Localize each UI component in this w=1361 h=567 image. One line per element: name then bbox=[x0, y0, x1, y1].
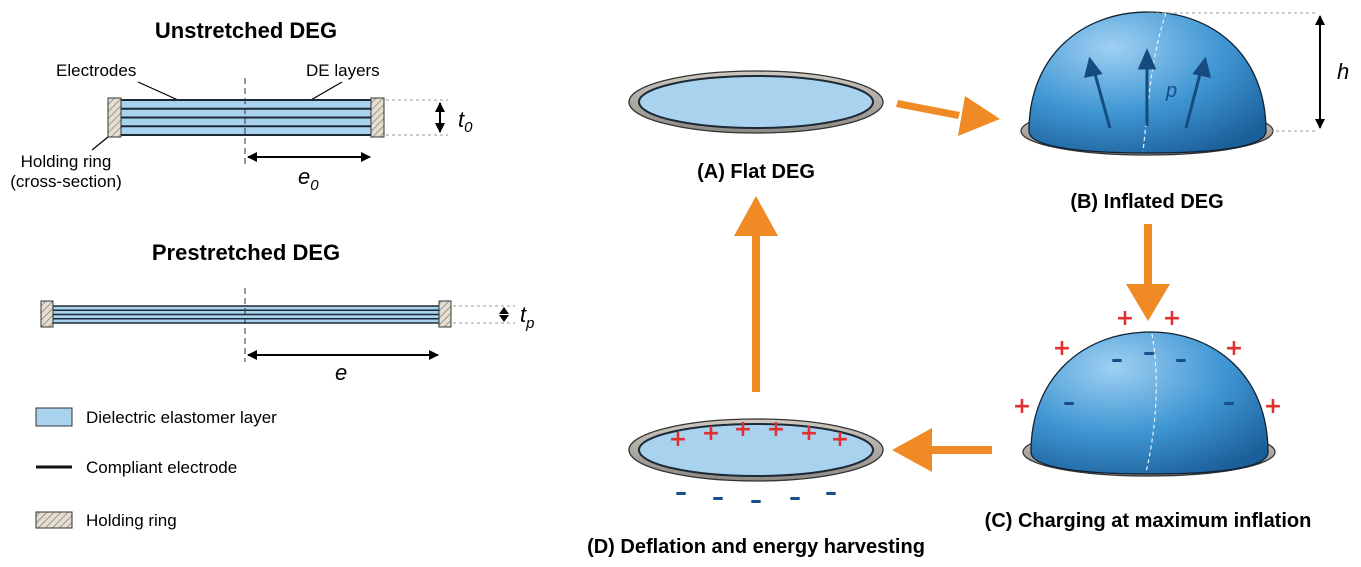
holding-ring-right bbox=[438, 300, 452, 328]
de-layers-label: DE layers bbox=[306, 61, 380, 80]
stage-c-label: (C) Charging at maximum inflation bbox=[985, 510, 1312, 532]
legend-dielectric-swatch bbox=[35, 407, 73, 427]
holding-ring-right bbox=[370, 97, 385, 138]
plus-charge: + bbox=[734, 417, 752, 442]
legend-electrode-label: Compliant electrode bbox=[86, 458, 237, 477]
dome-meridian bbox=[1145, 333, 1157, 473]
negative-charges: – – – – – bbox=[1063, 338, 1235, 416]
unstretched-deg: Unstretched DEG Electrodes DE layers t0 … bbox=[10, 18, 473, 194]
dome-meridian bbox=[1142, 12, 1167, 152]
minus-charge: – bbox=[675, 478, 687, 506]
holding-ring-left bbox=[40, 300, 54, 328]
plus-charge: + bbox=[1225, 336, 1243, 361]
plus-charge: + bbox=[1264, 394, 1282, 419]
minus-charge: – bbox=[750, 486, 762, 514]
flat-membrane bbox=[638, 423, 874, 477]
stage-d-deflation: + + + + + + – – – – – (D) Deflation and … bbox=[587, 417, 925, 558]
minus-charge: – bbox=[1175, 345, 1187, 373]
legend-holding-ring-label: Holding ring bbox=[86, 511, 177, 530]
stage-a-flat-deg: (A) Flat DEG bbox=[628, 70, 884, 183]
pressure-symbol: p bbox=[1165, 80, 1177, 102]
positive-charges: + + + + + + bbox=[669, 417, 849, 452]
plus-charge: + bbox=[669, 427, 687, 452]
thickness-arrow bbox=[499, 307, 509, 322]
minus-charge: – bbox=[1063, 388, 1075, 416]
stage-d-label: (D) Deflation and energy harvesting bbox=[587, 536, 925, 558]
arrow-c-to-d bbox=[892, 428, 992, 472]
plus-charge: + bbox=[1116, 306, 1134, 331]
minus-charge: – bbox=[1143, 338, 1155, 366]
plus-charge: + bbox=[767, 417, 785, 442]
cycle-arrows bbox=[734, 96, 1170, 472]
electrodes-label: Electrodes bbox=[56, 61, 136, 80]
holding-ring-leader bbox=[91, 136, 109, 151]
arrow-a-to-b bbox=[896, 96, 1000, 136]
plus-charge: + bbox=[831, 427, 849, 452]
negative-charges: – – – – – bbox=[675, 478, 837, 514]
plus-charge: + bbox=[702, 421, 720, 446]
thickness-tp: tp bbox=[520, 302, 534, 332]
plus-charge: + bbox=[1053, 336, 1071, 361]
prestretched-deg: Prestretched DEG tp e bbox=[40, 240, 534, 385]
plus-charge: + bbox=[800, 421, 818, 446]
thickness-t0: t0 bbox=[458, 107, 473, 136]
radius-e: e bbox=[335, 360, 347, 385]
arrow-b-to-c bbox=[1126, 224, 1170, 321]
legend: Dielectric elastomer layer Compliant ele… bbox=[35, 407, 277, 530]
stage-c-charging: + + + + + + – – – – – (C) Charging at ma… bbox=[985, 306, 1312, 532]
cross-section-label: (cross-section) bbox=[10, 172, 121, 191]
minus-charge: – bbox=[1111, 345, 1123, 373]
radius-e0: e0 bbox=[298, 164, 319, 194]
electrodes-leader bbox=[137, 81, 179, 101]
holding-ring-label: Holding ring bbox=[21, 152, 112, 171]
plus-charge: + bbox=[1013, 394, 1031, 419]
pressure-arrows bbox=[1083, 48, 1212, 129]
stage-b-inflated-deg: p h (B) Inflated DEG bbox=[1020, 11, 1349, 213]
positive-charges: + + + + + + bbox=[1013, 306, 1282, 419]
legend-holding-ring-swatch bbox=[35, 511, 73, 529]
stage-a-label: (A) Flat DEG bbox=[697, 161, 815, 183]
unstretched-stack bbox=[107, 97, 385, 138]
minus-charge: – bbox=[825, 478, 837, 506]
charged-dome bbox=[1030, 331, 1269, 475]
prestretched-title: Prestretched DEG bbox=[152, 240, 340, 265]
height-symbol: h bbox=[1337, 59, 1349, 84]
minus-charge: – bbox=[712, 483, 724, 511]
legend-dielectric-label: Dielectric elastomer layer bbox=[86, 408, 277, 427]
arrow-d-to-a bbox=[734, 196, 778, 392]
holding-ring-left bbox=[107, 97, 122, 138]
prestretched-stack bbox=[40, 300, 452, 328]
minus-charge: – bbox=[789, 483, 801, 511]
plus-charge: + bbox=[1163, 306, 1181, 331]
stage-b-label: (B) Inflated DEG bbox=[1070, 191, 1223, 213]
minus-charge: – bbox=[1223, 388, 1235, 416]
flat-membrane bbox=[638, 75, 874, 129]
unstretched-title: Unstretched DEG bbox=[155, 18, 337, 43]
